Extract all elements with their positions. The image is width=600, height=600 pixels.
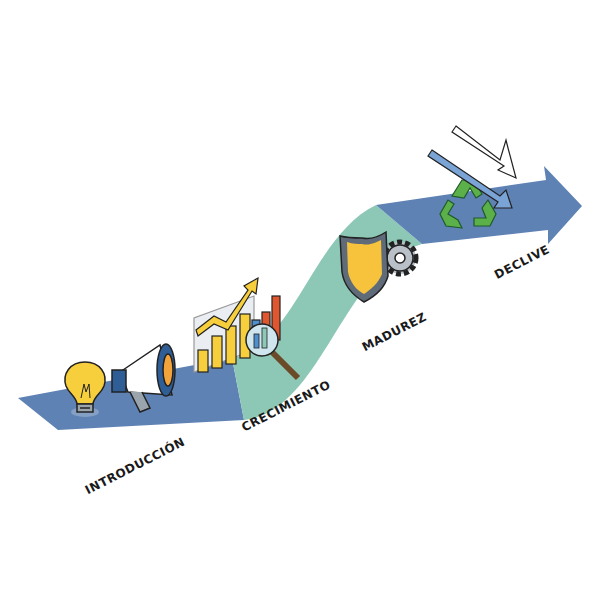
growth-chart-icon [194, 278, 280, 372]
magnifier-icon [246, 324, 298, 378]
stage-label: DECLIVE [492, 242, 552, 282]
band-decline [376, 166, 582, 244]
megaphone-icon [112, 344, 175, 412]
decline-arrows [428, 126, 516, 208]
shield-gear-icon [340, 232, 416, 302]
stage-label: INTRODUCCIÓN [83, 435, 188, 497]
lightbulb-icon [65, 362, 105, 417]
stage-label: MADUREZ [359, 310, 428, 355]
